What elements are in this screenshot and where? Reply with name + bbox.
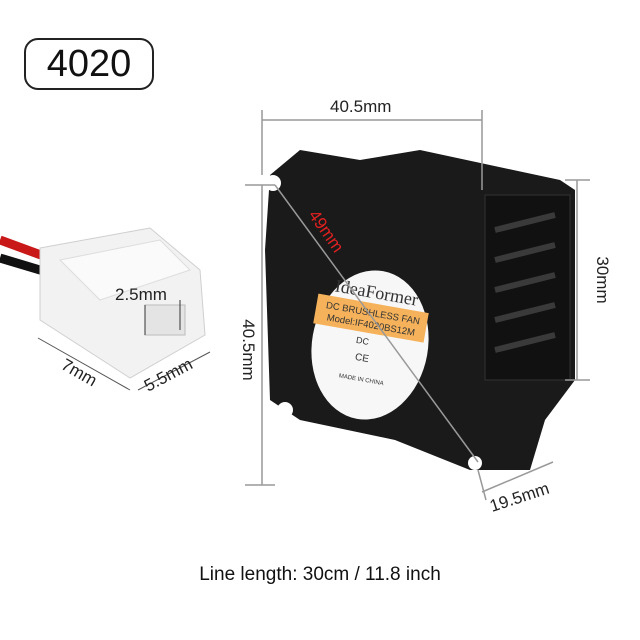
ce-mark: CE [354, 352, 370, 365]
width-label: 40.5mm [330, 97, 391, 116]
label-band [313, 293, 429, 343]
model-badge: 4020 [24, 38, 154, 90]
dimension-lines [245, 110, 590, 501]
depth-label: 30mm [593, 256, 612, 303]
voltage-text: DC [355, 335, 370, 347]
jst-connector [37, 227, 211, 391]
outlet-label: 19.5mm [487, 479, 551, 516]
connector-pitch-label: 2.5mm [115, 285, 167, 304]
fan-label-text: IdeaFormer DC BRUSHLESS FAN Model:IF4020… [325, 275, 421, 387]
blower-fan [265, 150, 575, 470]
height-label: 40.5mm [239, 319, 258, 380]
connector-length-label: 7mm [58, 355, 100, 390]
line-length-caption: Line length: 30cm / 11.8 inch [199, 564, 441, 585]
